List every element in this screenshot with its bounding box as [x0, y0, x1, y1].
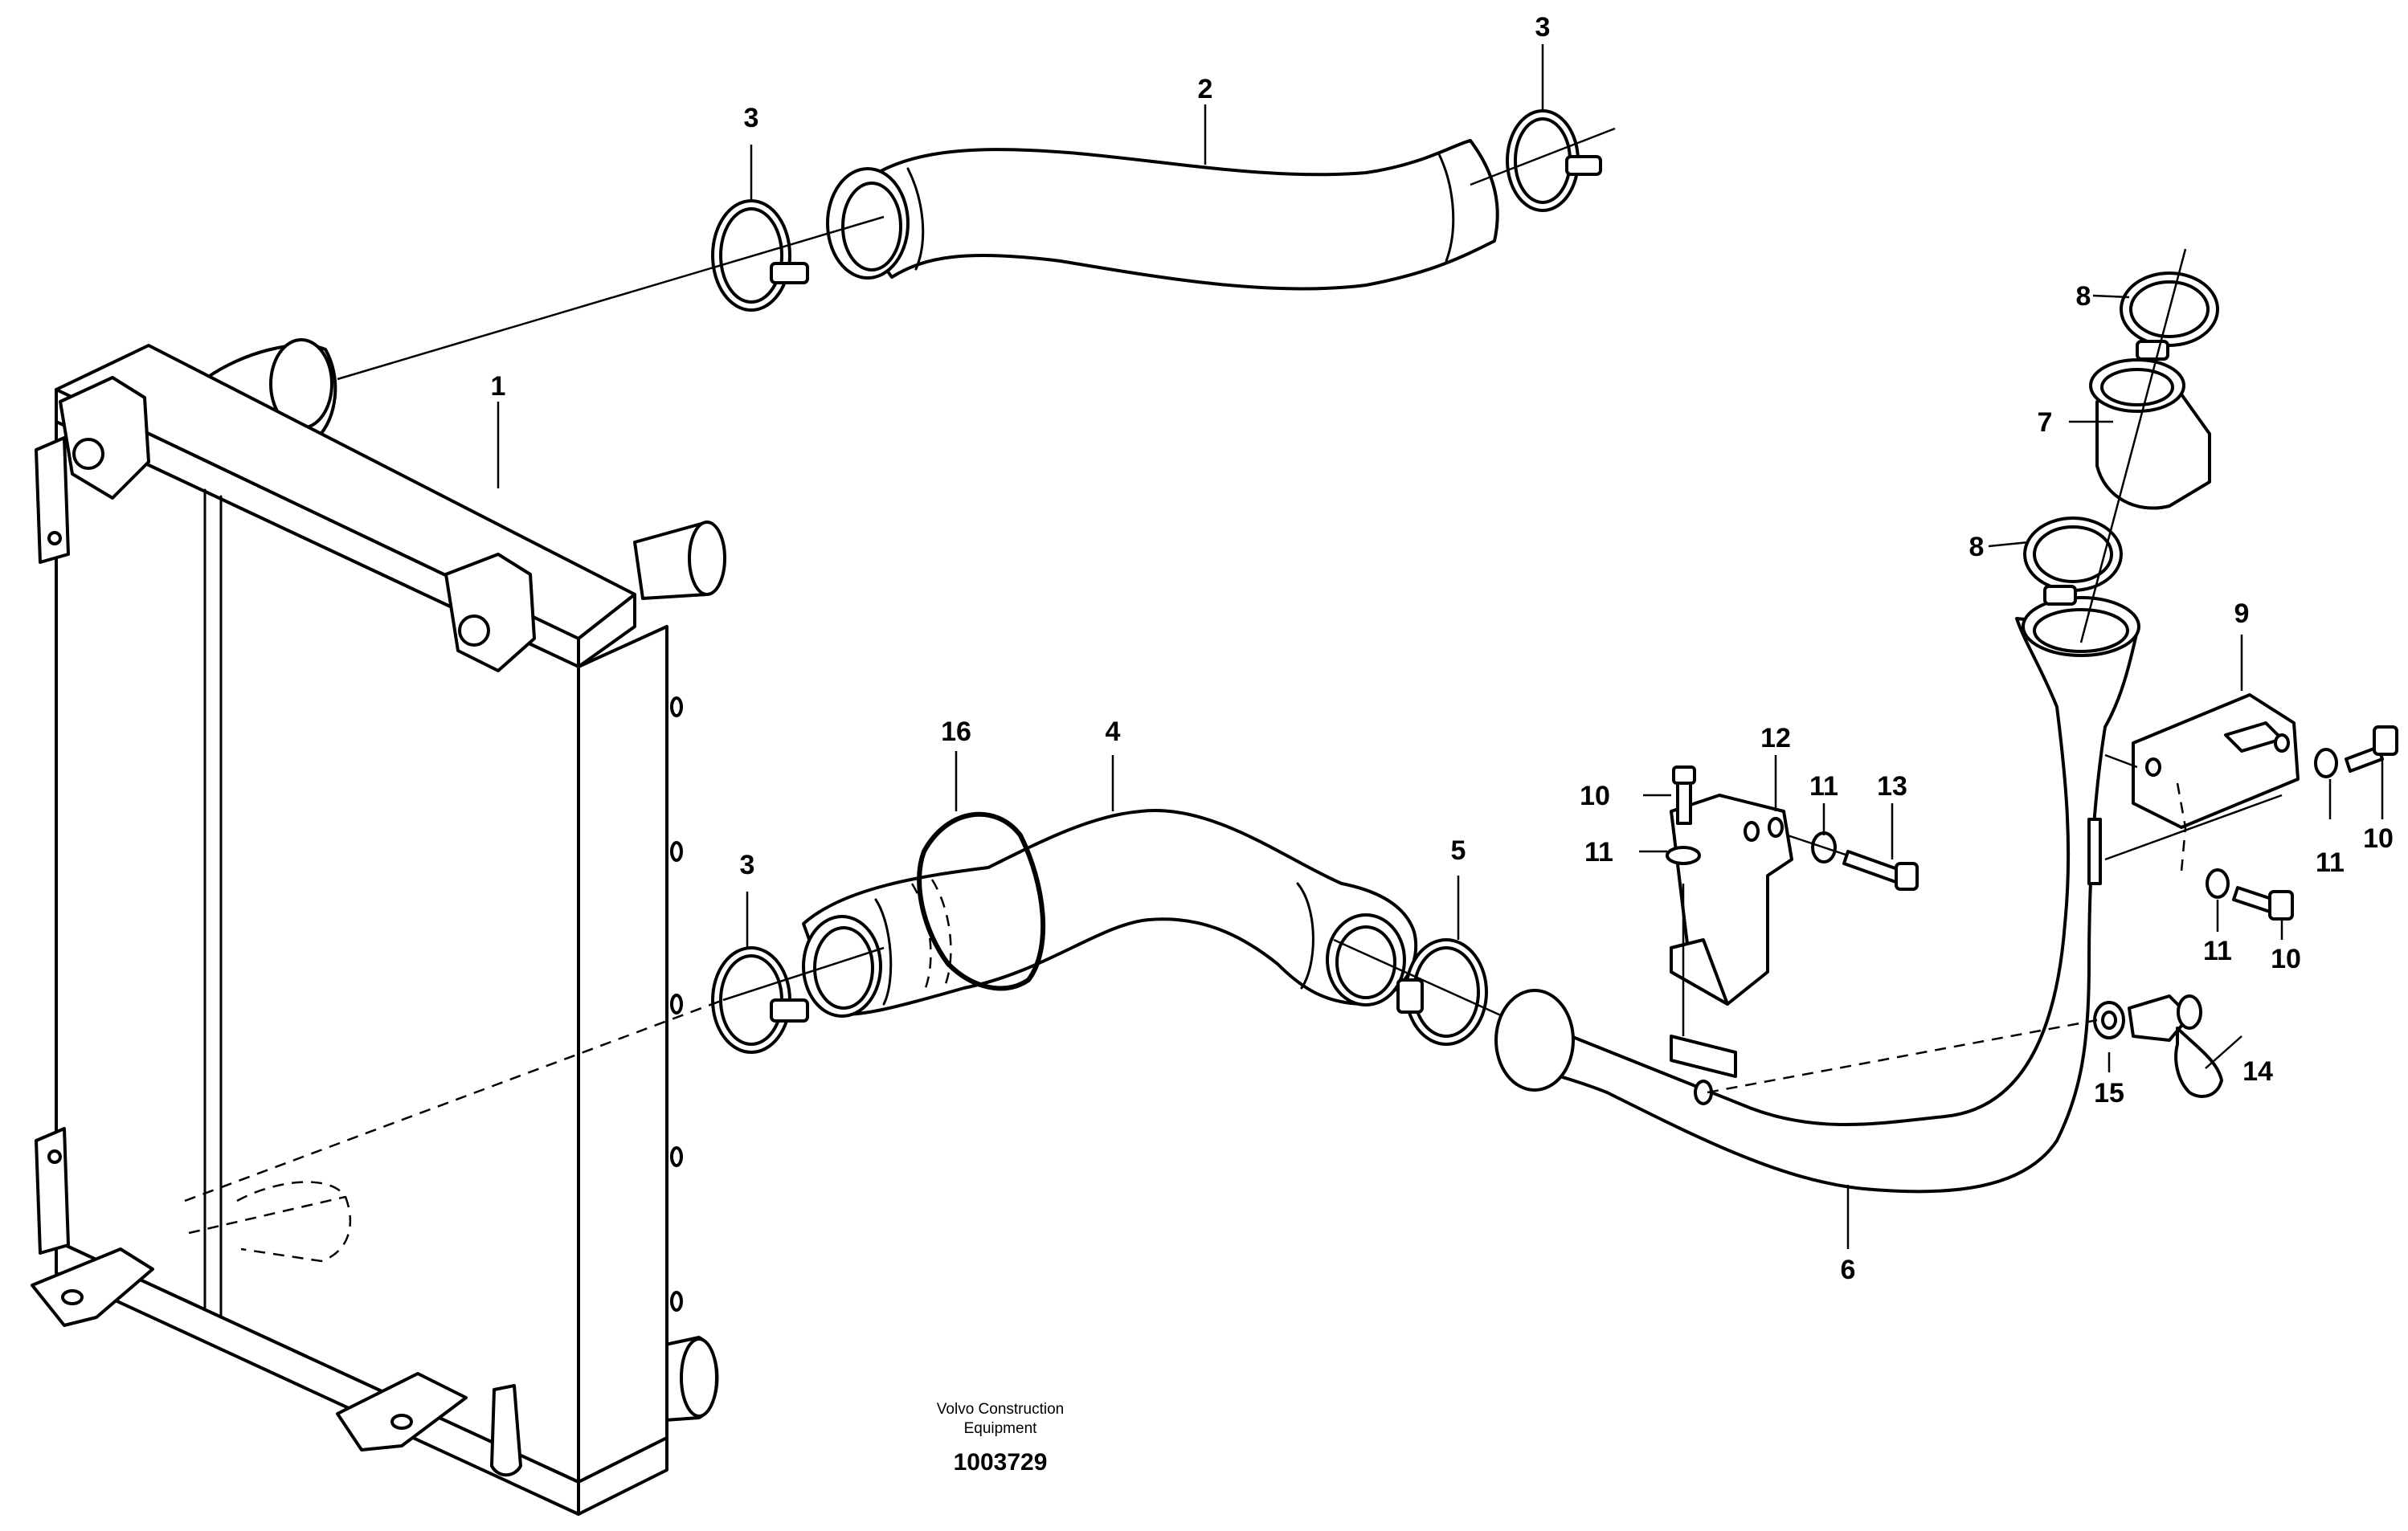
washer-vertical: [1666, 846, 1701, 865]
bolt-bracket: [1842, 850, 1919, 891]
callout-leaders: [497, 44, 2384, 1249]
callout-4: 4: [1106, 717, 1121, 747]
hose-clamp-upper-left: [711, 199, 809, 312]
callout-9: 9: [2234, 598, 2250, 629]
callout-3-lower: 3: [740, 850, 755, 880]
lower-hose: [802, 809, 1418, 1018]
callout-11-plate-lower: 11: [2203, 936, 2232, 966]
upper-hose: [826, 139, 1499, 291]
callout-13: 13: [1877, 771, 1907, 802]
hose-clamp-bottom: [2023, 516, 2123, 606]
callout-7: 7: [2038, 407, 2053, 438]
credit-line-2: Equipment: [964, 1420, 1038, 1437]
callout-8-upper: 8: [2076, 281, 2091, 312]
hose-clamp-lower-left: [711, 946, 809, 1054]
callout-11-bracket-left: 11: [1584, 837, 1613, 868]
callout-15: 15: [2094, 1078, 2124, 1108]
callout-11-bracket-right: 11: [1809, 771, 1838, 802]
drain-plug: [2128, 994, 2223, 1098]
hose-clamp-middle: [1396, 938, 1488, 1046]
callout-3-upper-right: 3: [1535, 12, 1551, 43]
bolt-vertical: [1672, 766, 1696, 825]
callout-1: 1: [491, 371, 506, 402]
washer-plate-lower: [2206, 868, 2230, 899]
bent-pipe: [1494, 596, 2140, 1194]
washer-plate-right: [2314, 748, 2338, 778]
callout-16: 16: [941, 717, 971, 747]
callout-8-lower: 8: [1969, 532, 1985, 562]
o-ring: [917, 811, 1046, 991]
callout-6: 6: [1841, 1255, 1856, 1285]
callout-3-upper-left: 3: [744, 103, 759, 133]
washer-plug: [2093, 1001, 2125, 1039]
bolt-plate-right: [2345, 725, 2398, 773]
hose-clamp-upper-right: [1506, 109, 1602, 212]
document-number: 1003729: [954, 1449, 1048, 1476]
pipe-bracket: [1670, 794, 1793, 1036]
callout-11-plate-right: 11: [2316, 847, 2345, 878]
callout-10-bracket: 10: [1580, 781, 1610, 811]
hose-clamp-top: [2120, 271, 2219, 361]
bolt-plate-lower: [2232, 886, 2294, 921]
credit-line-1: Volvo Construction: [937, 1401, 1064, 1418]
callout-14: 14: [2242, 1056, 2273, 1087]
callout-10-plate-right: 10: [2363, 823, 2394, 854]
mounting-plate: [2104, 693, 2300, 872]
callout-12: 12: [1760, 723, 1791, 753]
callout-5: 5: [1451, 835, 1466, 866]
charge-air-cooler: [31, 338, 726, 1516]
callout-10-plate-lower: 10: [2271, 944, 2301, 974]
callout-2: 2: [1198, 74, 1213, 104]
